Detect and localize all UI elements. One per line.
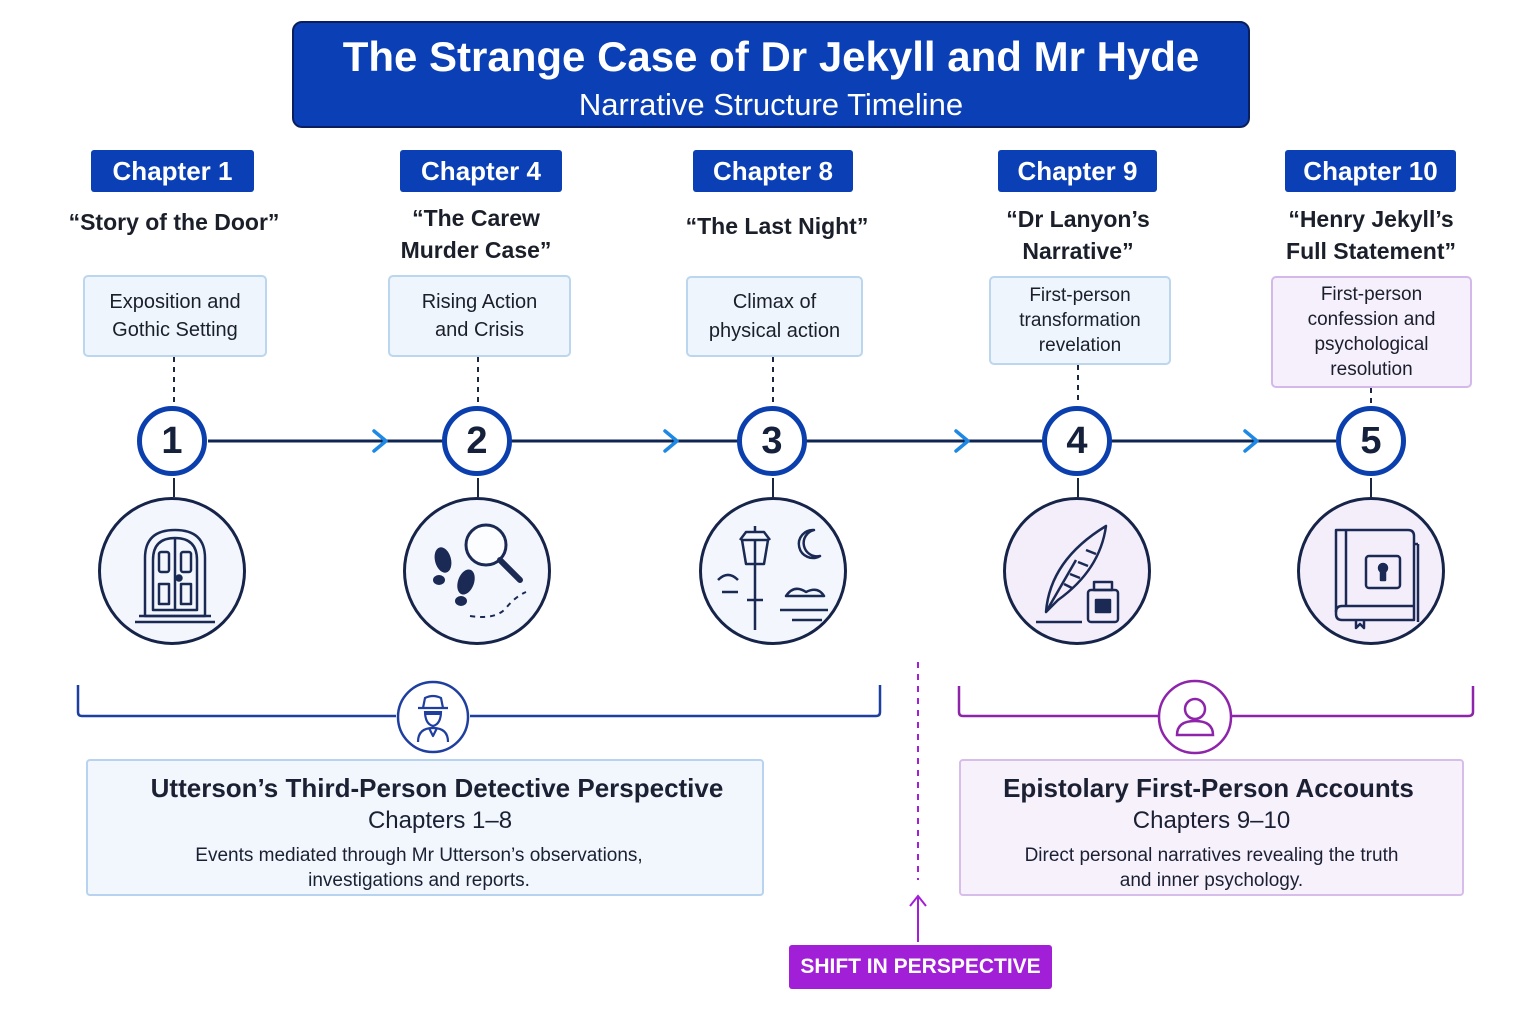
title-banner: The Strange Case of Dr Jekyll and Mr Hyd… [292,21,1250,128]
chapter-badge-3: Chapter 8 [693,150,853,192]
page-title: The Strange Case of Dr Jekyll and Mr Hyd… [342,33,1200,80]
chapter-title-4: “Dr Lanyon’s Narrative” [1006,206,1150,264]
stage-icon-1 [98,497,246,645]
footprints-magnifier-icon [433,523,527,618]
chapter-title-1: “Story of the Door” [68,209,280,235]
bracket-right [957,686,1475,718]
perspective-description: Direct personal narratives revealing the… [1024,845,1399,891]
timeline-node-2: 2 [442,406,512,476]
shift-arrow-head [909,894,927,907]
quill-ink-icon [1036,524,1120,624]
timeline-arrow-1 [372,429,388,453]
street-lamp-moon-icon [717,526,828,630]
perspective-chapters: Chapters 9–10 [1132,807,1291,834]
chapter-badge-4: Chapter 9 [998,150,1157,192]
timeline-arrow-2 [663,429,679,453]
perspective-box-third-person: Utterson’s Third-Person Detective Perspe… [86,759,764,896]
timeline-arrow-4 [1243,429,1259,453]
timeline-node-4: 4 [1042,406,1112,476]
stage-icon-5 [1297,497,1445,645]
timeline-node-5: 5 [1336,406,1406,476]
door-icon [135,528,215,624]
chapter-title-2: “The Carew Murder Case” [400,205,552,263]
chapter-badge-2: Chapter 4 [400,150,562,192]
chapter-badge-1: Chapter 1 [91,150,254,192]
locked-book-icon [1334,528,1420,630]
chapter-badge-5: Chapter 10 [1285,150,1456,192]
timeline-node-1: 1 [137,406,207,476]
person-icon [1157,679,1233,755]
timeline-arrow-3 [954,429,970,453]
perspective-description: Events mediated through Mr Utterson’s ob… [195,845,643,891]
chapter-title-5: “Henry Jekyll’s Full Statement” [1286,206,1456,264]
stage-icon-3 [699,497,847,645]
page-subtitle: Narrative Structure Timeline [578,87,964,122]
stage-icon-4 [1003,497,1151,645]
stage-icon-2 [403,497,551,645]
perspective-heading: Epistolary First-Person Accounts [1003,773,1414,803]
perspective-box-first-person: Epistolary First-Person Accounts Chapter… [959,759,1464,896]
timeline-node-3: 3 [737,406,807,476]
detective-icon [396,680,470,754]
perspective-chapters: Chapters 1–8 [367,807,513,834]
shift-in-perspective-label: SHIFT IN PERSPECTIVE [789,945,1052,989]
perspective-heading: Utterson’s Third-Person Detective Perspe… [150,773,724,803]
chapter-title-3: “The Last Night” [685,213,869,239]
bracket-left [76,685,882,718]
